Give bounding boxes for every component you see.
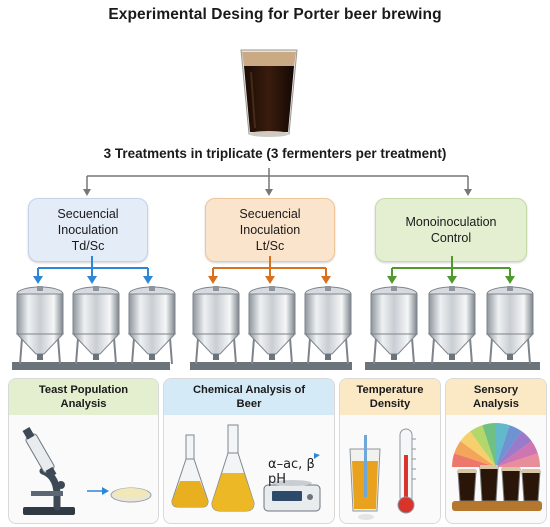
chemical-param-alpha-beta: α–ac, β <box>268 457 315 472</box>
arrow-group <box>208 256 331 284</box>
chemical-param-ph: pH <box>268 472 287 487</box>
fermenter-tank-icon <box>127 286 177 365</box>
microscope-icon <box>22 427 75 515</box>
color-wheel-segment <box>482 423 496 467</box>
arrow-head <box>143 276 153 284</box>
branch-connector <box>83 168 472 196</box>
fermenter-platform <box>190 362 352 370</box>
fermenter-platform <box>365 362 540 370</box>
chemical-parameters: α–ac, β pH <box>268 457 315 487</box>
panel-title-line: Chemical Analysis of <box>192 384 306 396</box>
fermenter-tank-icon <box>427 286 477 365</box>
fermenter-tank-icon <box>247 286 297 365</box>
fermenter-tank-icon <box>303 286 353 365</box>
fermenter-tank-icon <box>15 286 65 365</box>
panel-header: Sensory Analysis <box>446 379 546 415</box>
temperature-illustration <box>349 428 416 520</box>
beer-glass-icon <box>349 435 381 512</box>
fermenter-row <box>12 286 540 370</box>
panel-title-line: Density <box>369 398 411 410</box>
color-wheel-segment <box>496 441 538 467</box>
treatment-label-line: Secuencial <box>57 207 119 221</box>
panel-title-line: Teast Population <box>38 384 129 396</box>
fermenter-tank-icon <box>71 286 121 365</box>
arrow-head <box>87 276 97 284</box>
tasting-flight-icon <box>452 465 542 511</box>
panel-title-line: Sensory <box>473 384 519 396</box>
color-wheel-segment <box>496 423 510 467</box>
panel-title-line: Analysis <box>472 398 520 410</box>
arrow-head <box>265 276 275 284</box>
thermometer-icon <box>397 428 416 514</box>
color-wheel-segment <box>452 453 496 467</box>
fermenter-platform <box>12 362 170 370</box>
panel-title-line: Analysis <box>60 398 107 410</box>
density-meter-icon <box>358 514 374 520</box>
panel-chemical-analysis: Chemical Analysis of Beer α–ac, β pH <box>163 378 335 524</box>
diagram-title: Experimental Desing for Porter beer brew… <box>108 6 442 23</box>
fermenter-distribution-arrows <box>33 256 515 284</box>
treatments-subtitle: 3 Treatments in triplicate (3 fermenters… <box>103 146 447 161</box>
arrow-head <box>387 276 397 284</box>
panel-title-line: Beer <box>236 398 262 410</box>
treatment-label-line: Td/Sc <box>71 239 105 253</box>
arrow-head <box>321 276 331 284</box>
flask-icon <box>211 424 255 512</box>
flask-icon <box>171 434 209 508</box>
treatment-label-line: Inoculation <box>239 223 301 237</box>
arrow-head <box>447 276 457 284</box>
fermenter-tank-icon <box>369 286 419 365</box>
panel-header: Teast Population Analysis <box>9 379 158 415</box>
panel-sensory-analysis: Sensory Analysis <box>445 378 547 524</box>
arrow-head <box>208 276 218 284</box>
porter-glass-icon <box>240 49 298 137</box>
color-wheel-segment <box>496 453 540 467</box>
petri-dish-icon <box>110 487 152 503</box>
sensory-illustration <box>452 423 542 511</box>
arrow-group <box>33 256 153 284</box>
treatment-label-line: Lt/Sc <box>255 239 285 253</box>
fermenter-tank-icon <box>191 286 241 365</box>
treatment-box-td-sc: Secuencial Inoculation Td/Sc <box>28 198 148 262</box>
color-wheel-icon <box>452 423 540 467</box>
panel-header: Chemical Analysis of Beer <box>164 379 334 415</box>
color-wheel-segment <box>470 425 496 467</box>
treatment-label-line: Control <box>430 231 472 245</box>
chemistry-illustration <box>171 424 321 512</box>
treatment-label-line: Secuencial <box>239 207 301 221</box>
arrow-head <box>505 276 515 284</box>
treatment-label-line: Inoculation <box>57 223 119 237</box>
balance-icon <box>263 480 321 512</box>
arrow-head <box>33 276 43 284</box>
treatment-label-line: Monoinoculation <box>405 215 497 229</box>
panel-header: Temperature Density <box>340 379 440 415</box>
panel-yeast-population: Teast Population Analysis <box>8 378 159 524</box>
arrow-group <box>387 256 515 284</box>
color-wheel-segment <box>496 431 532 467</box>
panel-title-line: Temperature <box>356 384 424 396</box>
treatment-box-control: Monoinoculation Control <box>375 198 527 262</box>
color-wheel-segment <box>496 425 522 467</box>
treatment-box-lt-sc: Secuencial Inoculation Lt/Sc <box>205 198 335 262</box>
fermenter-tank-icon <box>485 286 535 365</box>
panel-temperature-density: Temperature Density <box>339 378 441 524</box>
color-wheel-segment <box>454 441 496 467</box>
yeast-illustration <box>22 427 152 515</box>
color-wheel-segment <box>460 431 496 467</box>
